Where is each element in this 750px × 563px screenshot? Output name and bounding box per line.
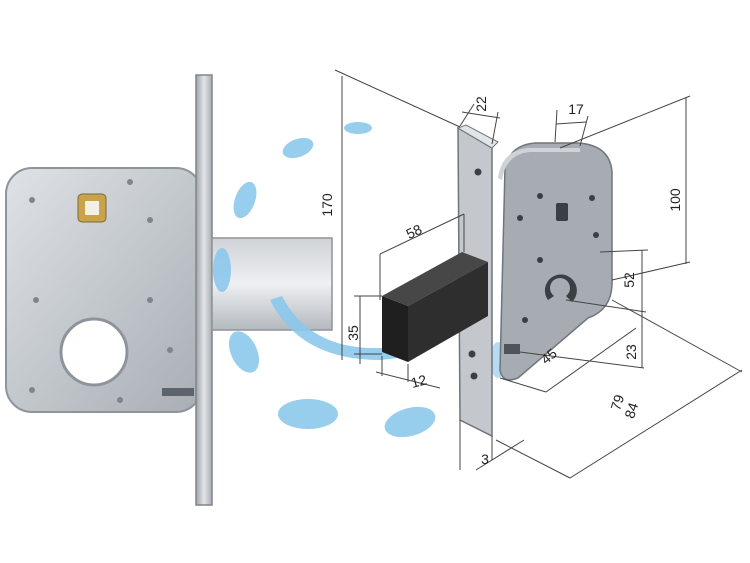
dim-35: 35 — [345, 325, 361, 341]
drop-2 — [282, 137, 314, 159]
dim-79: 79 — [607, 392, 627, 412]
dimension-lines — [334, 69, 743, 479]
dim-12: 12 — [409, 371, 428, 391]
latch-slot — [162, 388, 194, 396]
dim-100: 100 — [667, 188, 683, 212]
dim-3: 3 — [481, 451, 489, 467]
faceplate-screws — [468, 168, 482, 380]
drop-1 — [344, 122, 372, 134]
drawing-bolt — [382, 252, 488, 362]
drop-7 — [384, 406, 436, 438]
drop-5 — [228, 331, 260, 373]
lock-faceplate — [195, 74, 213, 506]
case-holes — [517, 193, 599, 323]
lock-photo — [5, 74, 333, 506]
dim-17: 17 — [568, 101, 584, 117]
lock-bolt — [211, 237, 333, 331]
technical-drawing: 170 22 17 100 58 35 12 3 52 23 45 79 84 — [319, 69, 743, 479]
rivets — [29, 179, 173, 403]
follower-hole — [544, 274, 577, 302]
dim-52: 52 — [621, 272, 637, 288]
drop-3 — [233, 181, 257, 219]
drop-4 — [213, 248, 231, 292]
dim-170: 170 — [319, 193, 335, 217]
dim-84: 84 — [621, 400, 641, 420]
dim-23: 23 — [623, 344, 639, 360]
dim-58: 58 — [403, 221, 424, 242]
dimension-labels: 170 22 17 100 58 35 12 3 52 23 45 79 84 — [319, 96, 683, 467]
dim-22: 22 — [473, 96, 489, 112]
drawing-case — [499, 142, 613, 381]
drop-6 — [278, 399, 338, 429]
